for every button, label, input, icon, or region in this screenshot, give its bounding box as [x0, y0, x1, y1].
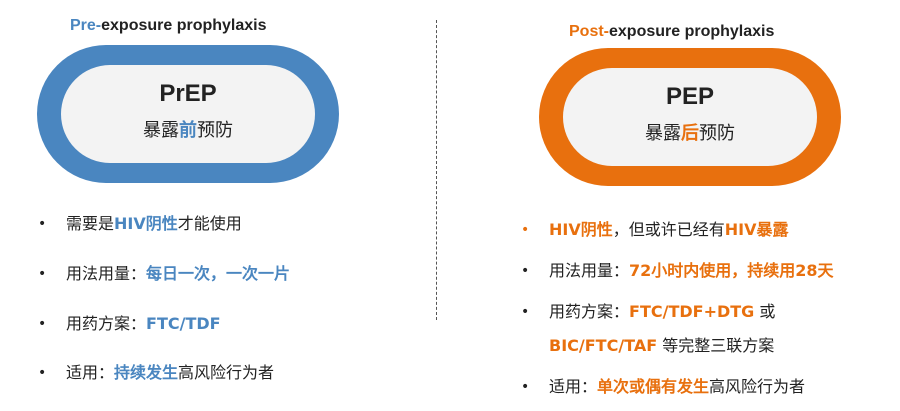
pep-panel: Post-exposure prophylaxis PEP 暴露后预防 • HI…: [437, 0, 900, 411]
bullet-icon: •: [521, 379, 530, 395]
prep-pill-subtitle: 暴露前预防: [61, 119, 315, 143]
pep-b1-d: HIV暴露: [724, 220, 789, 239]
prep-heading-accent: Pre-: [70, 17, 102, 34]
prep-b4-a: 适用：: [66, 363, 115, 382]
bullet-icon: •: [38, 216, 47, 232]
pep-b3-b: FTC/TDF+DTG: [629, 302, 755, 321]
pep-b3-c: 或: [754, 302, 776, 321]
bullet-icon: •: [38, 266, 47, 282]
pep-pill: PEP 暴露后预防: [539, 48, 841, 186]
pep-b3-cont-b: BIC/FTC/TAF: [549, 336, 658, 355]
prep-sub-before: 暴露: [143, 120, 179, 141]
prep-b1-a: 需要是: [66, 214, 115, 233]
prep-b2-b: 每日一次，一次一片: [146, 264, 291, 283]
bullet-icon: •: [38, 365, 47, 381]
pep-heading: Post-exposure prophylaxis: [569, 23, 774, 41]
prep-pill-inner: PrEP 暴露前预防: [61, 65, 315, 163]
pep-pill-inner: PEP 暴露后预防: [563, 68, 817, 166]
column-divider: [436, 20, 437, 320]
pep-sub-before: 暴露: [645, 123, 681, 144]
prep-heading: Pre-exposure prophylaxis: [70, 17, 267, 35]
bullet-icon: •: [521, 263, 530, 279]
pep-b1-c: ，但或许已经有: [612, 220, 725, 239]
prep-b1-b: HIV阴性: [114, 214, 178, 233]
pep-sub-highlight: 后: [681, 123, 699, 144]
prep-b4-c: 高风险行为者: [178, 363, 275, 382]
prep-b4-b: 持续发生: [114, 363, 179, 382]
pep-pill-title: PEP: [665, 83, 715, 110]
prep-sub-after: 预防: [197, 120, 233, 141]
prep-heading-rest: exposure prophylaxis: [101, 17, 267, 34]
prep-b3-b: FTC/TDF: [146, 314, 221, 333]
pep-b4-a: 适用：: [549, 377, 598, 396]
pep-b2-a: 用法用量：: [549, 261, 630, 280]
pep-b3-cont-c: 等完整三联方案: [657, 336, 775, 355]
prep-b3-a: 用药方案：: [66, 314, 147, 333]
pep-b4-b: 单次或偶有发生: [597, 377, 710, 396]
pep-heading-accent: Post-: [569, 23, 609, 40]
prep-b2-a: 用法用量：: [66, 264, 147, 283]
bullet-icon: •: [521, 304, 530, 320]
pep-heading-rest: exposure prophylaxis: [609, 23, 775, 40]
pep-pill-subtitle: 暴露后预防: [563, 122, 817, 146]
pep-sub-after: 预防: [699, 123, 735, 144]
prep-b1-c: 才能使用: [177, 214, 242, 233]
prep-panel: Pre-exposure prophylaxis PrEP 暴露前预防 • 需要…: [0, 0, 436, 411]
prep-pill: PrEP 暴露前预防: [37, 45, 339, 183]
pep-b1-b: HIV阴性: [549, 220, 613, 239]
prep-sub-highlight: 前: [179, 120, 197, 141]
bullet-icon: •: [521, 222, 530, 238]
pep-b3-a: 用药方案：: [549, 302, 630, 321]
pep-bullet-3-continuation: BIC/FTC/TAF 等完整三联方案: [549, 335, 774, 357]
prep-pill-title: PrEP: [159, 80, 217, 107]
pep-b2-b: 72小时内使用，持续用28天: [629, 261, 834, 280]
pep-b4-c: 高风险行为者: [709, 377, 806, 396]
bullet-icon: •: [38, 316, 47, 332]
